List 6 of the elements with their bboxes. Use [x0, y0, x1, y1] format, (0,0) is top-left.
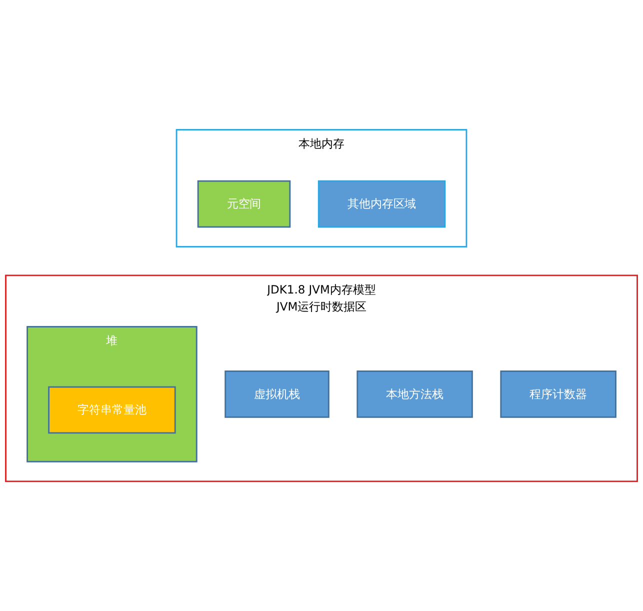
node-box: 本地方法栈 [356, 370, 473, 418]
node-box: 字符串常量池 [48, 386, 176, 434]
node-box: 虚拟机栈 [224, 370, 330, 418]
node-box: 元空间 [197, 180, 291, 228]
node-box: 其他内存区域 [318, 180, 446, 228]
node-box: 程序计数器 [500, 370, 616, 418]
